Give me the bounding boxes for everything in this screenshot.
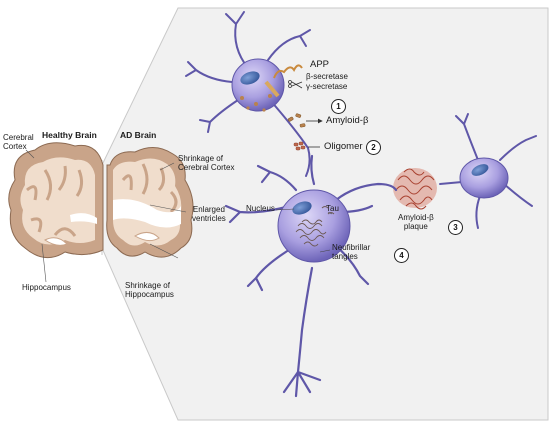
shrinkage-hippocampus-label: Shrinkage of Hippocampus	[125, 281, 174, 299]
amyloid-beta-fragments	[287, 113, 306, 128]
step-4-badge: 4	[394, 248, 409, 263]
shrinkage-cortex-label: Shrinkage of Cerebral Cortex	[178, 154, 235, 172]
beta-secretase-label: β-secretase	[306, 72, 348, 81]
healthy-brain-section	[8, 142, 104, 259]
hippocampus-label: Hippocampus	[22, 283, 71, 292]
gamma-secretase-label: γ-secretase	[306, 82, 348, 91]
main-neuron-nucleus	[292, 201, 312, 215]
scissors-icon	[288, 80, 303, 89]
top-neuron-nucleus	[240, 71, 260, 85]
cerebral-cortex-label: Cerebral Cortex	[3, 133, 34, 151]
right-neuron-nucleus	[471, 164, 489, 176]
main-neuron	[224, 154, 398, 398]
oligomer-label: Oligomer	[324, 141, 363, 152]
neurofibrillary-tangles	[295, 219, 327, 247]
step-1-badge: 1	[331, 99, 346, 114]
right-neuron-soma	[459, 157, 509, 199]
ad-brain-section	[106, 147, 194, 258]
app-protein	[264, 64, 303, 98]
step-3-badge: 3	[448, 220, 463, 235]
top-neuron-vesicles	[240, 94, 272, 112]
enlarged-ventricles-label: Enlarged ventricles	[192, 205, 226, 223]
nucleus-label: Nucleus	[246, 204, 275, 213]
step-2-badge: 2	[366, 140, 381, 155]
plaque-label: Amyloid-β plaque	[398, 213, 434, 231]
app-label: APP	[310, 59, 330, 70]
healthy-brain-title: Healthy Brain	[42, 130, 97, 140]
amyloid-beta-label: Amyloid-β	[326, 115, 369, 126]
tangles-label: Neufibrillar tangles	[332, 243, 371, 261]
tau-label: Tau	[326, 204, 339, 213]
tau-fragments	[321, 206, 335, 215]
top-neuron-soma	[231, 58, 285, 112]
label-pointer-lines	[275, 208, 333, 253]
brain-pointer-lines	[25, 149, 187, 283]
amyloid-plaque	[393, 168, 437, 210]
ad-brain-title: AD Brain	[120, 130, 157, 140]
right-neuron	[439, 113, 537, 229]
oligomer-cluster	[293, 141, 306, 151]
